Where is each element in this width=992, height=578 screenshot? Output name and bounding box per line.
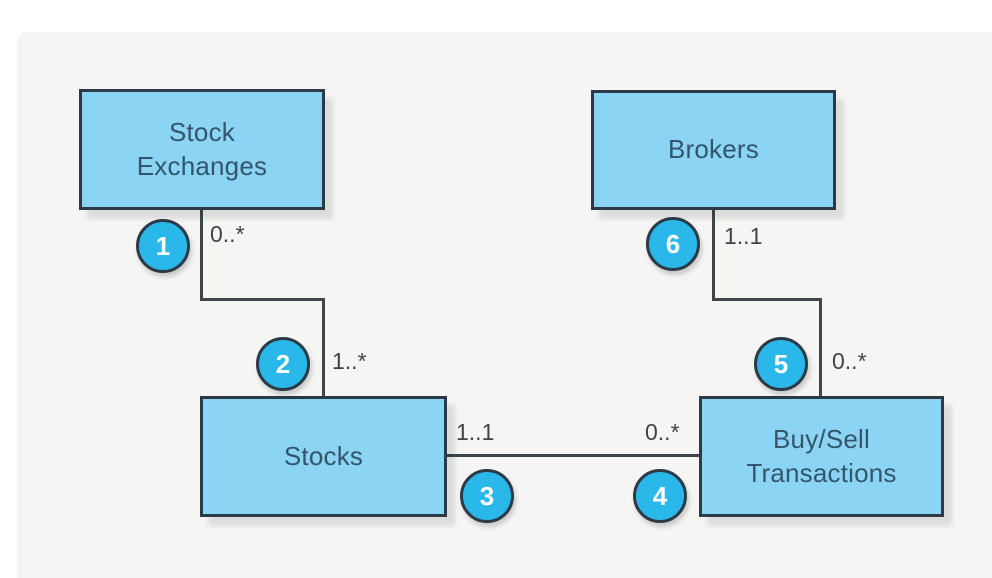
marker-6-badge: 6 [646, 217, 700, 271]
connector-stock-exchanges-drop [200, 210, 203, 301]
multiplicity-label-2: 1..* [332, 348, 367, 374]
connector-transactions-rise [819, 298, 822, 396]
marker-5-badge: 5 [754, 337, 808, 391]
multiplicity-label-5: 0..* [832, 348, 867, 374]
entity-stocks: Stocks [200, 396, 447, 517]
connector-stocks-rise [322, 298, 325, 396]
entity-brokers-label: Brokers [668, 134, 759, 165]
connector-brokers-drop [712, 210, 715, 301]
entity-stocks-label: Stocks [283, 440, 364, 471]
marker-4-badge: 4 [633, 469, 687, 523]
entity-stock-exchanges-label: Stock Exchanges [136, 116, 268, 181]
marker-3-badge: 3 [460, 469, 514, 523]
entity-brokers: Brokers [591, 90, 836, 210]
entity-stock-exchanges: Stock Exchanges [79, 89, 325, 210]
multiplicity-label-6: 1..1 [724, 223, 763, 249]
connector-stock-exchanges-stocks-jog [200, 298, 325, 301]
connector-brokers-transactions-jog [712, 298, 822, 301]
multiplicity-label-4: 0..* [645, 419, 680, 445]
multiplicity-label-3: 1..1 [456, 419, 495, 445]
marker-1-badge: 1 [136, 219, 190, 273]
multiplicity-label-1: 0..* [210, 221, 245, 247]
marker-2-badge: 2 [256, 337, 310, 391]
entity-buy-sell-transactions-label: Buy/Sell Transactions [746, 423, 897, 488]
connector-stocks-transactions [447, 454, 699, 457]
entity-buy-sell-transactions: Buy/Sell Transactions [699, 396, 944, 517]
